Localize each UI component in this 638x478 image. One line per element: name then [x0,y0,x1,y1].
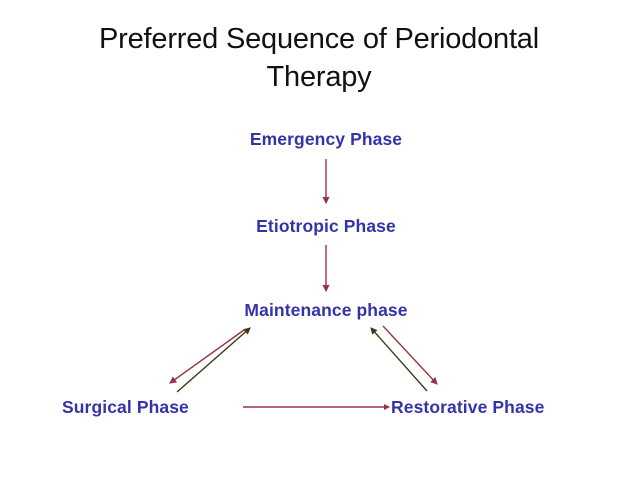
page-title: Preferred Sequence of Periodontal Therap… [99,23,539,94]
edge-restorative-to-maintenance [370,327,428,392]
node-maintenance-phase[interactable]: Maintenance phase [244,300,408,320]
edge-surgical-to-maintenance [176,327,251,393]
node-etiotropic-phase[interactable]: Etiotropic Phase [256,216,396,236]
node-emergency-phase[interactable]: Emergency Phase [249,129,403,149]
edge-maintenance-to-surgical [169,329,245,384]
node-surgical-phase[interactable]: Surgical Phase [62,397,189,417]
node-restorative-phase[interactable]: Restorative Phase [391,397,545,417]
edge-maintenance-to-restorative [382,325,438,385]
